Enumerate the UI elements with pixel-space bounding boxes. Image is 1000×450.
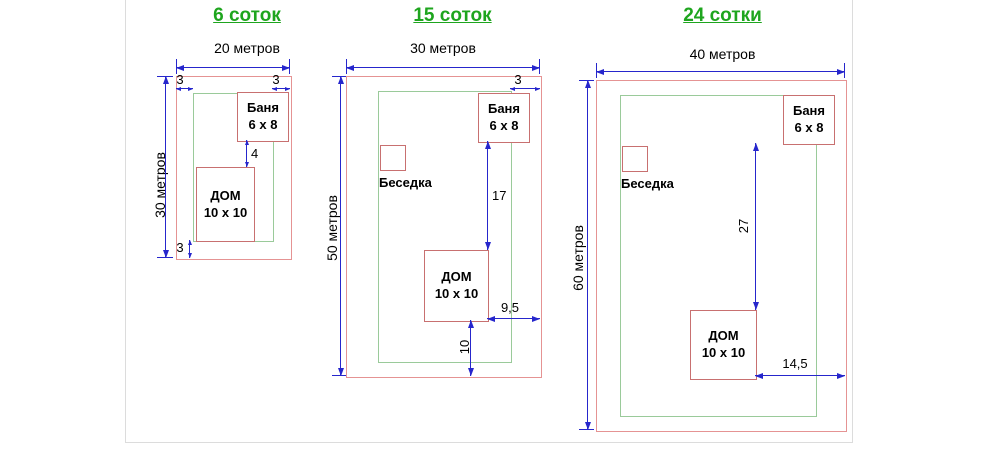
setback-top-right-line bbox=[272, 87, 290, 91]
besedka-building bbox=[622, 146, 648, 172]
setback-bottom-left-line bbox=[188, 240, 192, 258]
height-dimension-line bbox=[338, 76, 344, 376]
banya-building: Баня 6 x 8 bbox=[478, 93, 530, 143]
banya-name: Баня bbox=[487, 101, 520, 117]
besedka-label: Беседка bbox=[621, 176, 674, 191]
extension-tick bbox=[332, 375, 347, 376]
setback-top-right-label: 3 bbox=[514, 72, 522, 87]
height-dimension-label: 60 метров bbox=[570, 225, 586, 291]
banya-to-dom-line bbox=[485, 141, 491, 250]
dom-to-right-line bbox=[755, 373, 845, 379]
banya-to-dom-line bbox=[245, 140, 249, 167]
extension-tick bbox=[596, 63, 597, 78]
dom-to-bottom-line bbox=[468, 320, 474, 376]
banya-size: 6 x 8 bbox=[489, 118, 519, 133]
banya-to-dom-label: 17 bbox=[492, 188, 507, 203]
banya-building: Баня 6 x 8 bbox=[237, 92, 289, 142]
plot-title: 6 соток bbox=[213, 5, 281, 26]
banya-name: Баня bbox=[246, 100, 279, 116]
width-dimension-line bbox=[176, 65, 290, 71]
dom-building: ДОМ 10 x 10 bbox=[690, 310, 757, 380]
extension-tick bbox=[332, 76, 347, 77]
plot-title: 24 сотки bbox=[683, 5, 762, 26]
setback-top-right-label: 3 bbox=[272, 72, 280, 87]
besedka-building bbox=[380, 145, 406, 171]
dom-name: ДОМ bbox=[708, 328, 739, 344]
dom-to-right-label: 14,5 bbox=[782, 356, 808, 371]
width-dimension-line bbox=[596, 69, 845, 75]
dom-size: 10 x 10 bbox=[701, 345, 746, 360]
plot-boundary bbox=[176, 76, 292, 260]
extension-tick bbox=[346, 59, 347, 74]
plot-boundary bbox=[596, 80, 847, 432]
setback-boundary bbox=[378, 91, 512, 363]
height-dimension-line bbox=[585, 80, 591, 430]
setback-boundary bbox=[620, 95, 817, 417]
width-dimension-line bbox=[346, 65, 540, 71]
dom-to-right-label: 9,5 bbox=[500, 300, 520, 315]
banya-size: 6 x 8 bbox=[794, 120, 824, 135]
setback-top-right-line bbox=[510, 87, 540, 91]
extension-tick bbox=[579, 429, 594, 430]
setback-bottom-left-label: 3 bbox=[176, 240, 184, 255]
plot-boundary bbox=[346, 76, 542, 378]
dom-name: ДОМ bbox=[441, 269, 472, 285]
width-dimension-label: 30 метров bbox=[410, 40, 476, 56]
banya-size: 6 x 8 bbox=[248, 117, 278, 132]
extension-tick bbox=[157, 76, 173, 77]
banya-to-dom-label: 4 bbox=[251, 146, 259, 161]
width-dimension-label: 40 метров bbox=[689, 46, 756, 62]
dom-to-right-line bbox=[487, 316, 540, 322]
height-dimension-line bbox=[163, 76, 169, 258]
page-frame bbox=[125, 0, 853, 443]
dom-size: 10 x 10 bbox=[203, 204, 248, 220]
setback-top-left-label: 3 bbox=[176, 72, 184, 87]
extension-tick bbox=[289, 59, 290, 74]
dom-building: ДОМ 10 x 10 bbox=[196, 167, 255, 242]
extension-tick bbox=[844, 63, 845, 78]
banya-building: Баня 6 x 8 bbox=[783, 95, 835, 145]
besedka-label: Беседка bbox=[379, 175, 432, 190]
dom-building: ДОМ 10 x 10 bbox=[424, 250, 489, 322]
banya-to-dom-label: 27 bbox=[736, 218, 751, 234]
extension-tick bbox=[579, 80, 594, 81]
extension-tick bbox=[539, 59, 540, 74]
extension-tick bbox=[157, 257, 173, 258]
banya-to-dom-line bbox=[753, 143, 759, 310]
extension-tick bbox=[176, 59, 177, 74]
width-dimension-label: 20 метров bbox=[214, 40, 280, 56]
setback-top-left-line bbox=[176, 87, 193, 91]
dom-name: ДОМ bbox=[210, 187, 241, 203]
banya-name: Баня bbox=[792, 103, 825, 119]
dom-size: 10 x 10 bbox=[434, 286, 479, 301]
plot-title: 15 соток bbox=[413, 5, 492, 26]
